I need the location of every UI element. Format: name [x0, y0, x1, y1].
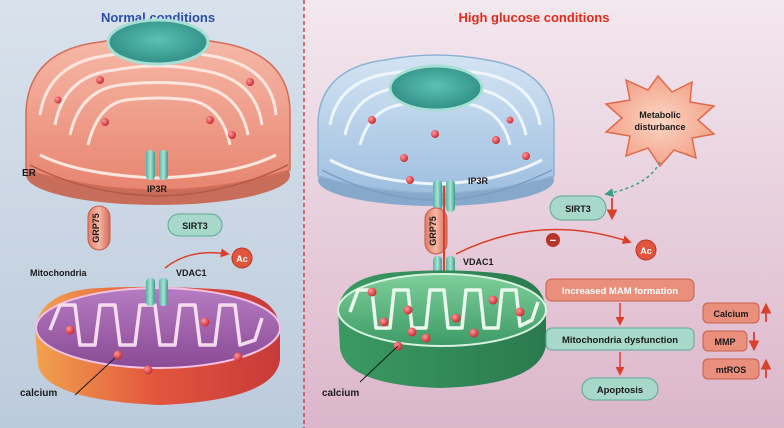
- left-grp75-label: GRP75: [91, 213, 101, 243]
- burst-line1: Metabolic: [639, 110, 681, 120]
- flow-step2-box: [545, 327, 695, 351]
- left-grp75-capsule: GRP75: [87, 205, 111, 251]
- inhibition-badge: [546, 233, 560, 247]
- left-acetyl-arrow: [164, 248, 230, 269]
- right-er: [317, 54, 555, 206]
- indicator-calcium-box: [702, 302, 760, 324]
- right-sirt3-label: SIRT3: [565, 204, 591, 214]
- indicator-mtros-label: mtROS: [716, 365, 747, 375]
- right-calcium-label: calcium: [322, 388, 359, 399]
- flow-step3-box: [581, 377, 659, 401]
- left-ac-badge: [231, 247, 253, 269]
- right-ac-badge: [635, 239, 657, 261]
- metabolic-disturbance-burst: [604, 74, 716, 168]
- left-mitochondrion: [35, 286, 281, 405]
- left-vdac1-label: VDAC1: [176, 268, 207, 278]
- flow-step3-label: Apoptosis: [597, 385, 643, 396]
- indicator-calcium-label: Calcium: [713, 309, 748, 319]
- burst-line2: disturbance: [634, 122, 685, 132]
- right-ac-label: Ac: [640, 246, 652, 256]
- right-ip3r-channel-icon: [433, 180, 455, 212]
- left-ip3r-channel-icon: [146, 150, 168, 180]
- right-calcium-pointer: [359, 345, 399, 383]
- left-ip3r-label: IP3R: [147, 184, 168, 194]
- left-er: [25, 18, 291, 205]
- right-ip3r-label: IP3R: [468, 176, 489, 186]
- left-calcium-pointer: [74, 357, 116, 396]
- inhibition-label: −: [550, 235, 556, 247]
- flow-step1-label: Increased MAM formation: [562, 286, 678, 297]
- left-ac-label: Ac: [236, 254, 248, 264]
- right-mitochondrion: [337, 270, 547, 388]
- left-vdac1-channel-icon: [146, 278, 168, 306]
- left-sirt3-label: SIRT3: [182, 221, 208, 231]
- flow-step1-box: [545, 278, 695, 302]
- flow-step2-label: Mitochondria dysfunction: [562, 335, 678, 346]
- left-sirt3-pill: [167, 213, 223, 237]
- right-title: High glucose conditions: [459, 10, 610, 25]
- left-mitochondria-label: Mitochondria: [30, 268, 87, 278]
- indicator-mmp-label: MMP: [715, 337, 736, 347]
- left-er-label: ER: [22, 168, 37, 179]
- left-title: Normal conditions: [101, 10, 215, 25]
- left-nucleus: [106, 18, 210, 66]
- left-calcium-label: calcium: [20, 388, 57, 399]
- right-grp75-capsule: GRP75: [424, 207, 448, 255]
- right-sirt3-pill: [549, 195, 607, 221]
- right-grp75-label: GRP75: [428, 216, 438, 246]
- indicator-mmp-box: [702, 330, 748, 352]
- right-acetyl-arrow: [455, 228, 632, 255]
- right-vdac1-label: VDAC1: [463, 257, 494, 267]
- indicator-mtros-box: [702, 358, 760, 380]
- right-nucleus: [388, 64, 484, 112]
